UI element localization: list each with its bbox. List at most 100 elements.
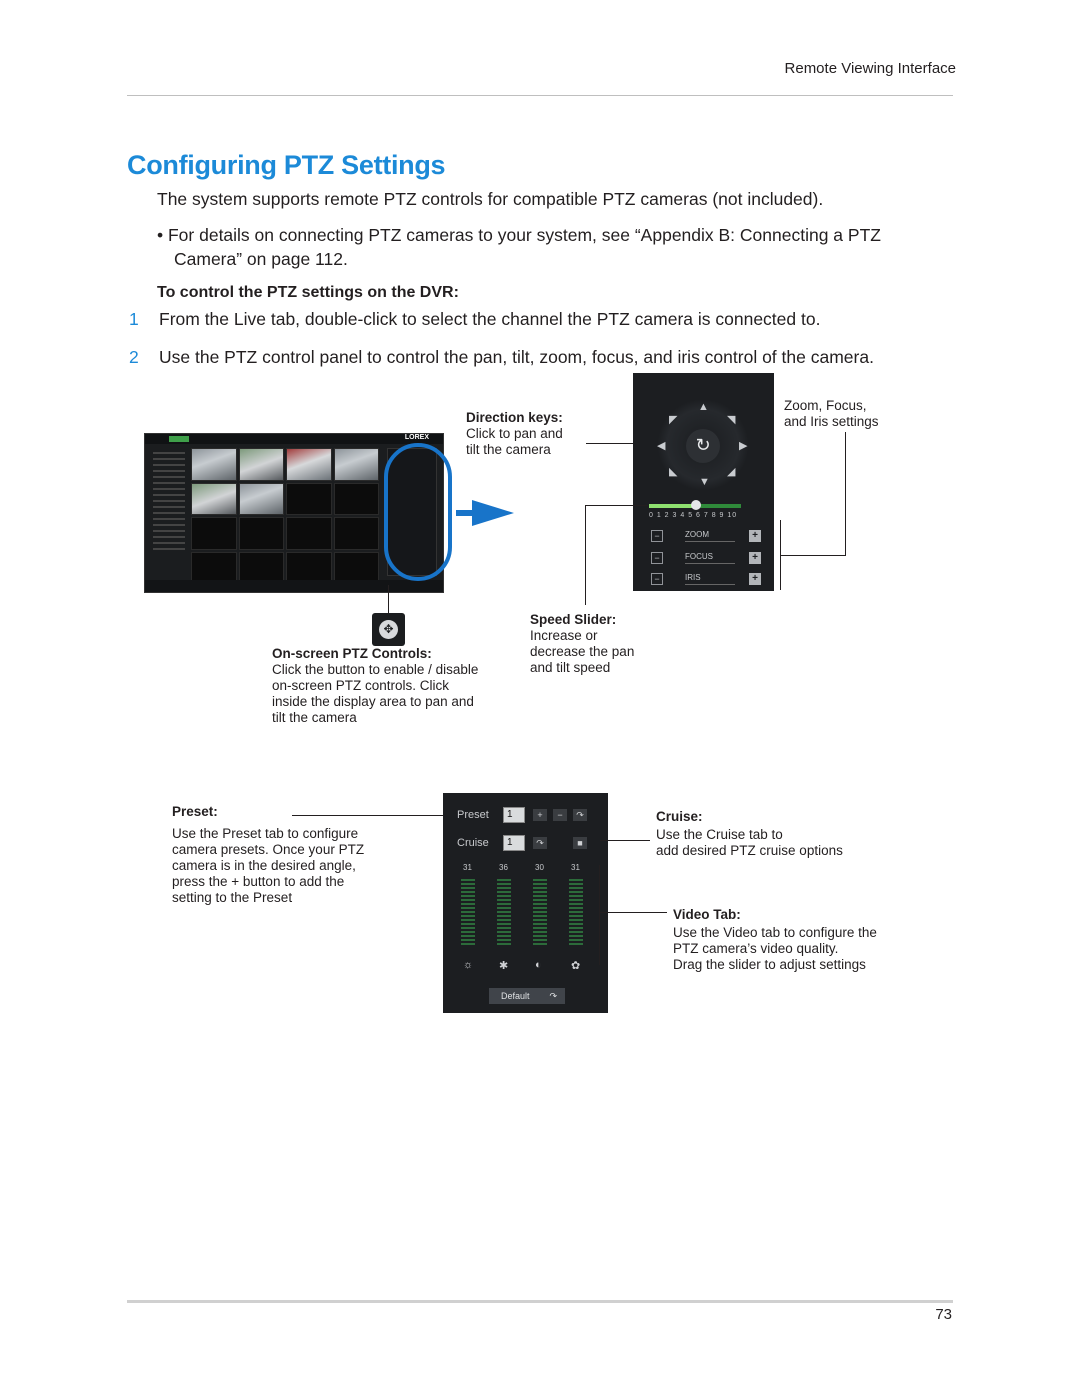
saturation-slider[interactable] (533, 879, 547, 947)
channel-cell (238, 517, 284, 550)
leader-line (292, 815, 452, 816)
brightness-value: 31 (463, 863, 472, 872)
header-rule (127, 95, 953, 96)
brightness-slider[interactable] (461, 879, 475, 947)
callout-line: inside the display area to pan and (272, 694, 474, 709)
bullet-note: • For details on connecting PTZ cameras … (157, 223, 957, 271)
step-number: 1 (129, 309, 139, 329)
callout-title: Video Tab: (673, 907, 741, 922)
leader-line (585, 505, 648, 506)
delete-preset-icon[interactable]: − (553, 809, 567, 821)
iris-label: IRIS (685, 573, 701, 582)
highlight-arrow-shaft (456, 510, 478, 516)
channel-cell (191, 517, 237, 550)
default-button[interactable]: Default ↷ (489, 988, 565, 1004)
focus-plus-button[interactable]: + (749, 552, 761, 564)
saturation-icon: ◐ (535, 959, 542, 971)
dvr-brand-logo: LOREX (404, 434, 429, 441)
refresh-icon[interactable]: ↻ (686, 429, 720, 463)
callout-line: camera is in the desired angle, (172, 858, 356, 873)
leader-line (845, 432, 846, 555)
zoom-minus-button[interactable]: − (651, 530, 663, 542)
contrast-value: 36 (499, 863, 508, 872)
callout-line: Zoom, Focus, (784, 398, 867, 413)
callout-direction-keys: Direction keys: Click to pan and tilt th… (466, 410, 563, 458)
channel-cell (286, 482, 332, 515)
channel-cell (238, 448, 284, 481)
channel-cell (191, 448, 237, 481)
arrow-left-icon[interactable]: ◀ (657, 440, 666, 452)
footer-rule (127, 1300, 953, 1303)
focus-row: − FOCUS + (651, 552, 761, 566)
brightness-icon: ☼ (463, 959, 474, 971)
leader-line (781, 555, 846, 556)
hue-slider[interactable] (569, 879, 583, 947)
step-text: From the Live tab, double-click to selec… (159, 309, 821, 329)
arrow-up-icon[interactable]: ▲ (698, 401, 709, 413)
callout-speed-slider: Speed Slider: Increase or decrease the p… (530, 612, 634, 676)
ptz-control-panel: ▲ ▼ ◀ ▶ ◤ ◥ ◣ ◢ ↻ 0 1 2 3 4 5 6 7 8 9 10… (633, 373, 774, 591)
cruise-number-field[interactable]: 1 (503, 835, 525, 851)
callout-video-tab: Video Tab: Use the Video tab to configur… (673, 907, 877, 973)
arrow-up-left-icon[interactable]: ◤ (669, 414, 678, 426)
callout-title: Preset: (172, 804, 218, 819)
callout-title: Speed Slider: (530, 612, 617, 627)
contrast-icon: ✱ (499, 960, 509, 972)
dvr-channel-list (151, 448, 189, 578)
zoom-plus-button[interactable]: + (749, 530, 761, 542)
default-label: Default (501, 991, 530, 1001)
procedure-heading: To control the PTZ settings on the DVR: (157, 284, 459, 301)
callout-line: decrease the pan (530, 644, 635, 659)
onscreen-ptz-button[interactable]: ✥ (372, 613, 405, 646)
channel-cell (238, 482, 284, 515)
callout-line: Use the Video tab to configure the (673, 925, 877, 940)
stop-cruise-icon[interactable]: ■ (573, 837, 587, 849)
cruise-tab[interactable]: Cruise (457, 837, 489, 849)
preset-number-field[interactable]: 1 (503, 807, 525, 823)
channel-cell (286, 448, 332, 481)
add-preset-icon[interactable]: + (533, 809, 547, 821)
dvr-menu-bar: LOREX (145, 434, 443, 444)
arrow-right-icon[interactable]: ▶ (739, 440, 748, 452)
callout-cruise: Cruise: Use the Cruise tab to add desire… (656, 809, 843, 859)
arrow-up-right-icon[interactable]: ◥ (727, 414, 736, 426)
arrow-down-right-icon[interactable]: ◢ (727, 466, 736, 478)
dvr-live-tab (169, 436, 189, 442)
bracket-line (780, 520, 781, 590)
callout-line: tilt the camera (466, 442, 551, 457)
channel-cell (333, 517, 379, 550)
channel-cell (191, 551, 237, 584)
focus-minus-button[interactable]: − (651, 552, 663, 564)
iris-minus-button[interactable]: − (651, 573, 663, 585)
intro-paragraph: The system supports remote PTZ controls … (157, 189, 824, 209)
dvr-channel-grid (191, 448, 379, 584)
callout-title: On-screen PTZ Controls: (272, 646, 432, 661)
apply-icon: ↷ (549, 991, 557, 1001)
callout-line: Click to pan and (466, 426, 563, 441)
leader-line (599, 912, 667, 913)
highlight-arrow-head-icon (472, 500, 514, 526)
zoom-label: ZOOM (685, 530, 709, 539)
callout-line: and tilt speed (530, 660, 611, 675)
arrow-down-left-icon[interactable]: ◣ (669, 466, 678, 478)
arrow-down-icon[interactable]: ▼ (699, 476, 710, 488)
iris-plus-button[interactable]: + (749, 573, 761, 585)
start-cruise-icon[interactable]: ↷ (533, 837, 547, 849)
page-number: 73 (935, 1306, 952, 1323)
channel-cell (286, 517, 332, 550)
page-title: Configuring PTZ Settings (127, 150, 446, 180)
speed-scale: 0 1 2 3 4 5 6 7 8 9 10 (649, 512, 738, 519)
bullet-line-1: • For details on connecting PTZ cameras … (157, 225, 881, 245)
callout-title: Cruise: (656, 809, 703, 824)
callout-line: setting to the Preset (172, 890, 293, 905)
speed-slider-handle[interactable] (691, 500, 701, 510)
leader-line (586, 443, 648, 444)
go-preset-icon[interactable]: ↷ (573, 809, 587, 821)
contrast-slider[interactable] (497, 879, 511, 947)
ptz-joystick-icon: ✥ (379, 620, 398, 639)
channel-cell (191, 482, 237, 515)
saturation-value: 30 (535, 863, 544, 872)
callout-line: and Iris settings (784, 414, 879, 429)
callout-line: camera presets. Once your PTZ (172, 842, 365, 857)
preset-tab[interactable]: Preset (457, 809, 489, 821)
